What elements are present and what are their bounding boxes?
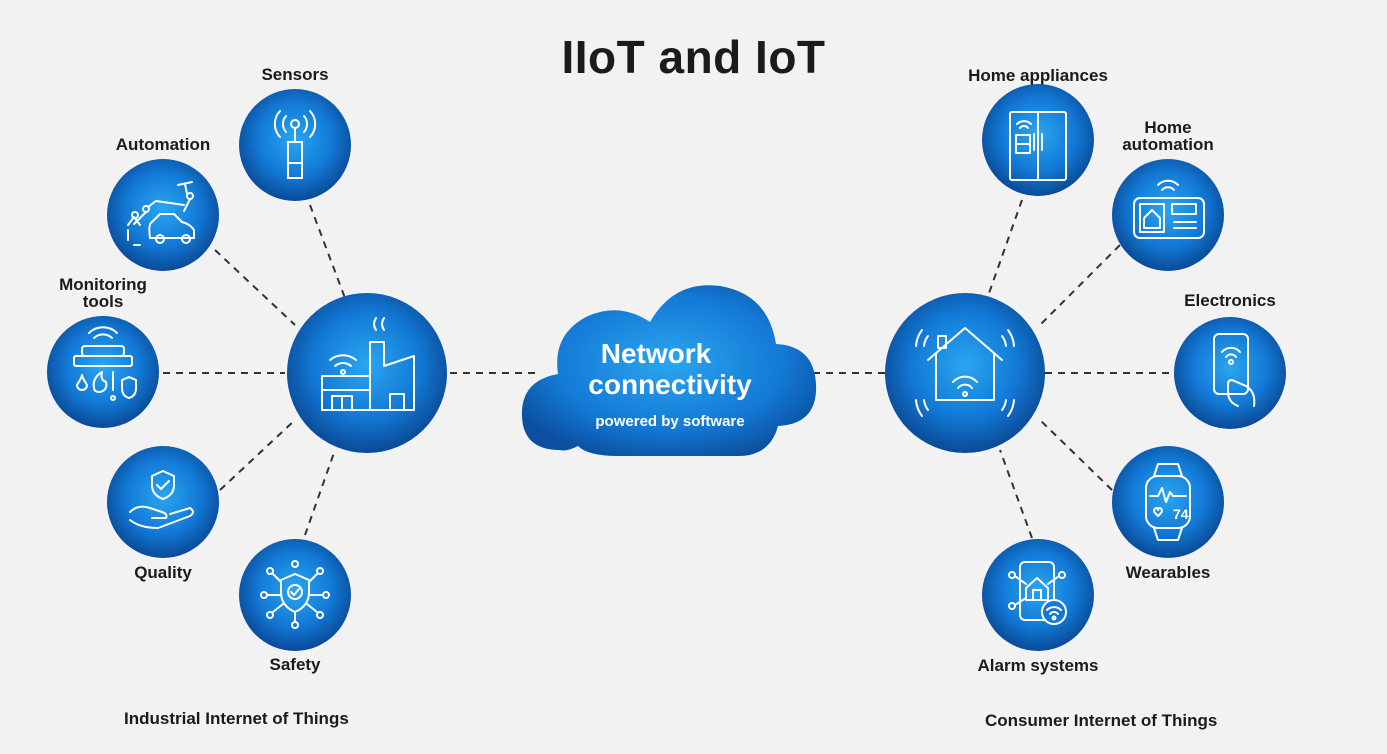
antenna-sensor-icon <box>273 110 317 179</box>
footer-consumer: Consumer Internet of Things <box>985 711 1218 730</box>
node-home-automation <box>1112 159 1224 271</box>
node-safety <box>239 539 351 651</box>
page-title: IIoT and IoT <box>561 31 826 83</box>
node-monitoring-tools <box>47 316 159 428</box>
factory-wifi-icon <box>321 317 415 411</box>
node-automation <box>107 159 219 271</box>
shield-network-icon <box>260 560 330 629</box>
cloud-subtitle: powered by software <box>595 413 744 430</box>
smart-panel-icon <box>1133 179 1205 239</box>
label-quality: Quality <box>134 563 192 582</box>
label-automation: Automation <box>115 135 211 154</box>
label-home-automation-line1: Home <box>1144 118 1192 137</box>
smartphone-hand-icon <box>1213 333 1256 407</box>
node-sensors <box>239 89 351 201</box>
label-home-appliances: Home appliances <box>968 66 1108 85</box>
label-sensors: Sensors <box>261 65 329 84</box>
node-home-appliances <box>982 84 1094 196</box>
hub-consumer <box>885 293 1045 453</box>
label-alarm-systems: Alarm systems <box>977 656 1099 675</box>
watch-value: 74 <box>1173 506 1189 522</box>
smartwatch-icon <box>1145 463 1191 541</box>
footer-industrial: Industrial Internet of Things <box>124 709 349 728</box>
smart-home-icon <box>915 327 1015 417</box>
label-monitoring-line1: Monitoring <box>59 275 147 294</box>
node-quality <box>107 446 219 558</box>
node-wearables: 74 <box>1112 446 1224 558</box>
label-home-automation-line2: automation <box>1122 135 1214 154</box>
robot-arm-car-icon <box>127 181 195 246</box>
label-safety: Safety <box>269 655 321 674</box>
hub-industrial <box>287 293 447 453</box>
label-monitoring-line2: tools <box>82 292 124 311</box>
connector-lines <box>163 199 1172 539</box>
network-cloud <box>521 285 817 456</box>
label-electronics: Electronics <box>1184 291 1276 310</box>
alarm-network-icon <box>1008 561 1067 625</box>
label-wearables: Wearables <box>1125 563 1211 582</box>
cloud-title-line2: connectivity <box>588 369 752 400</box>
node-alarm-systems <box>982 539 1094 651</box>
node-electronics <box>1174 317 1286 429</box>
cloud-title-line1: Network <box>601 338 712 369</box>
smart-fridge-icon <box>1009 111 1067 181</box>
monitoring-device-icon <box>73 326 137 401</box>
hand-shield-icon <box>129 470 194 529</box>
